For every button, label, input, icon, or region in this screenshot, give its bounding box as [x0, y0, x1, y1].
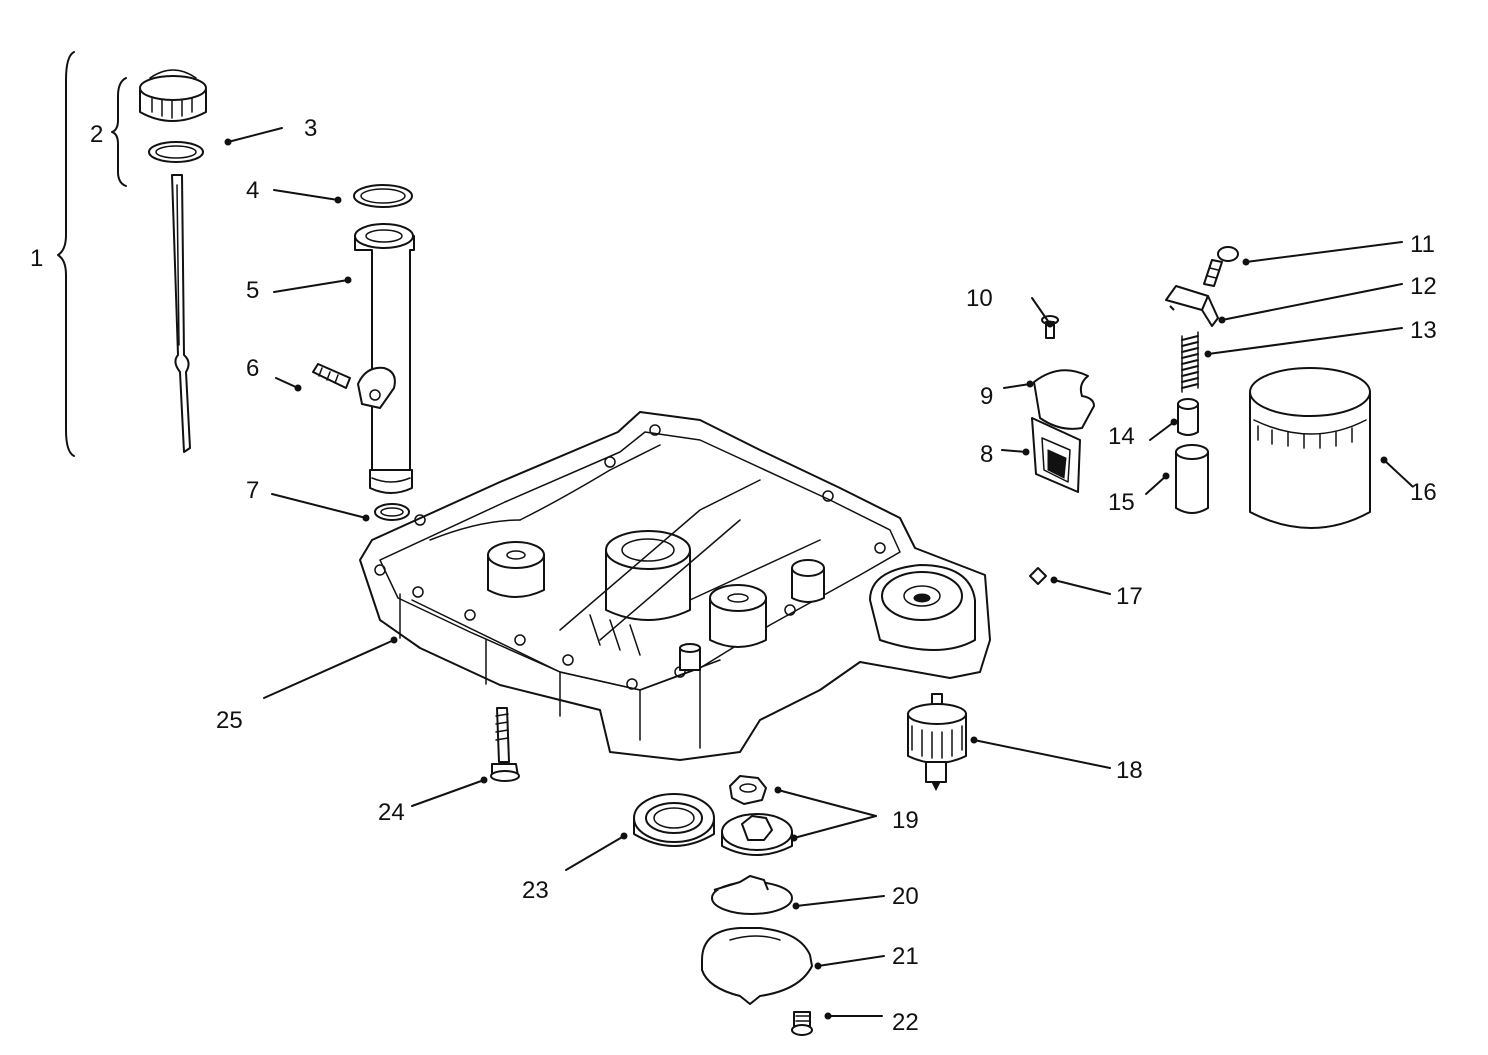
callout-1: 1 [30, 245, 43, 272]
pipe-plug [1029, 567, 1047, 585]
callout-13: 13 [1410, 317, 1437, 344]
relief-spring [1181, 331, 1199, 393]
callout-15: 15 [1108, 489, 1135, 516]
callout-21: 21 [892, 943, 919, 970]
callout-11: 11 [1410, 231, 1435, 258]
tube-o-ring-bottom [374, 503, 410, 521]
screen-filter [1031, 417, 1081, 493]
relief-piston [1177, 398, 1199, 436]
callout-3: 3 [304, 115, 317, 142]
leader-lines [227, 127, 1413, 1017]
cover-o-ring [711, 875, 793, 915]
valve-bracket [1165, 285, 1219, 327]
oil-fill-cap [139, 69, 207, 122]
dipstick [171, 174, 191, 453]
callout-16: 16 [1410, 479, 1437, 506]
callout-22: 22 [892, 1009, 919, 1036]
callout-4: 4 [246, 177, 259, 204]
callout-9: 9 [980, 383, 993, 410]
callout-10: 10 [966, 285, 993, 312]
relief-sleeve [1175, 444, 1209, 514]
callout-2: 2 [90, 121, 103, 148]
oil-pressure-switch [907, 693, 967, 792]
valve-bolt [1203, 246, 1239, 287]
oil-pan [359, 411, 991, 761]
tube-bracket-bolt [312, 363, 396, 409]
callout-25: 25 [216, 707, 243, 734]
cap-seal-ring [148, 141, 204, 163]
callout-23: 23 [522, 877, 549, 904]
callout-18: 18 [1116, 757, 1143, 784]
oil-fill-tube [354, 223, 415, 494]
callout-7: 7 [246, 477, 259, 504]
pump-cover [701, 927, 813, 1005]
assembly-brace-2 [111, 77, 127, 187]
callout-19: 19 [892, 807, 919, 834]
callout-20: 20 [892, 883, 919, 910]
oil-pump-gear-inner [729, 775, 767, 805]
oil-filter [1249, 367, 1371, 529]
callout-14: 14 [1108, 423, 1135, 450]
pan-bolt [490, 707, 520, 782]
callout-17: 17 [1116, 583, 1143, 610]
assembly-brace-1 [57, 51, 75, 457]
leader-arrows [224, 138, 1388, 1020]
baffle-plate [1033, 369, 1095, 430]
callout-6: 6 [246, 355, 259, 382]
oil-seal [633, 793, 715, 847]
callout-8: 8 [980, 441, 993, 468]
callout-12: 12 [1410, 273, 1437, 300]
callout-24: 24 [378, 799, 405, 826]
cover-screw [791, 1011, 813, 1036]
callout-5: 5 [246, 277, 259, 304]
oil-pump-gear-outer [721, 813, 793, 856]
